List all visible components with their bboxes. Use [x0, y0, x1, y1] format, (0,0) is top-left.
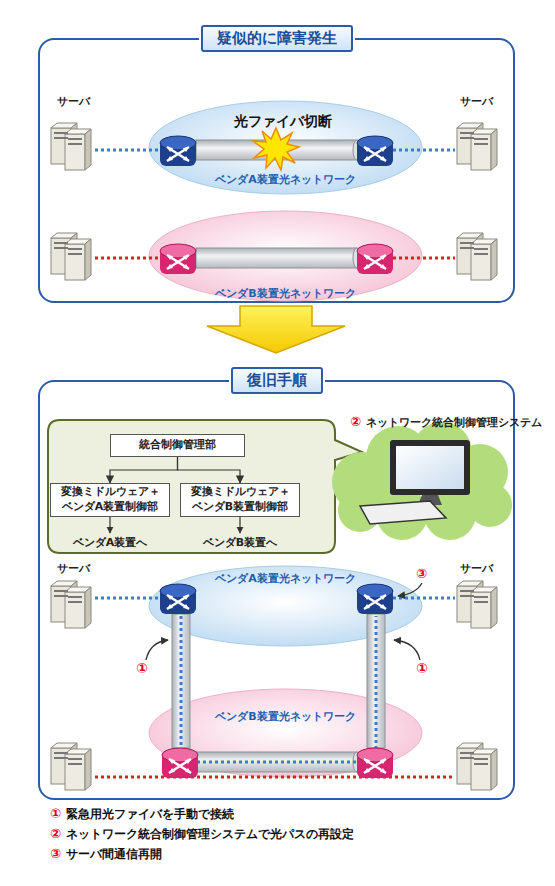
- blue-dotted-line: [95, 597, 160, 600]
- server-icon: [51, 123, 91, 170]
- network-label: ベンダB装置光ネットワーク: [148, 709, 423, 724]
- callout-box: [48, 420, 362, 553]
- red-dotted-line: [95, 776, 455, 779]
- control-box: 統合制御管理部: [110, 434, 245, 457]
- red-dotted-line: [95, 257, 160, 260]
- pink-switch: [357, 244, 393, 274]
- cloud: [332, 422, 512, 540]
- network-ellipse-shape: [149, 689, 422, 777]
- control-arrow: [239, 517, 240, 533]
- blue-path: [95, 597, 455, 600]
- server-icon: [457, 123, 497, 170]
- server-icon: [51, 581, 91, 628]
- box-label: 変換ミドルウェア＋ ベンダA装置制御部: [51, 485, 169, 515]
- scenario-panel: 疑似的に障害発生ベンダA装置光ネットワークベンダB装置光ネットワーク: [38, 38, 515, 303]
- red-path: [95, 776, 455, 779]
- blue-switch: [357, 136, 393, 166]
- network-ellipse: ベンダB装置光ネットワーク: [148, 210, 423, 302]
- ellipse-outline: [148, 688, 423, 778]
- blue-dotted-line: [393, 597, 455, 600]
- server-icon: [457, 233, 497, 280]
- fiber-end: [353, 248, 361, 268]
- fiber-end: [353, 140, 361, 160]
- step-arrow: [394, 640, 420, 660]
- network-ellipse: ベンダB装置光ネットワーク: [148, 688, 423, 778]
- pink-switch: [357, 748, 393, 778]
- panel-title: 疑似的に障害発生: [201, 25, 353, 52]
- server-icon: [51, 233, 91, 280]
- server-label: サーバ: [57, 95, 90, 108]
- fault-label: 光ファイバ切断: [234, 113, 332, 130]
- keyboard: [360, 501, 446, 524]
- fiber-end: [353, 752, 361, 772]
- network-label: ベンダB装置光ネットワーク: [148, 286, 423, 301]
- callout-number: ③: [416, 566, 427, 582]
- blue-switch: [160, 136, 196, 166]
- step-text: ネットワーク統合制御管理システムで光パスの再設定: [66, 827, 354, 841]
- step-arrow: [146, 640, 168, 660]
- down-arrow: [207, 306, 345, 353]
- optical-fiber: [196, 140, 357, 160]
- system-label: ネットワーク統合制御管理システム: [366, 416, 542, 429]
- pink-switch: [160, 244, 196, 274]
- network-ellipse: ベンダA装置光ネットワーク: [148, 565, 423, 647]
- panel-title: 復旧手順: [231, 367, 323, 394]
- red-dotted-line: [393, 257, 455, 260]
- step-number: ①: [50, 806, 61, 822]
- network-label: ベンダA装置光ネットワーク: [148, 172, 423, 187]
- step-arrow: [398, 583, 422, 596]
- network-ellipse-shape: [149, 101, 422, 194]
- break-burst: [253, 128, 299, 170]
- step-text: 緊急用光ファイバを手動で接続: [66, 807, 234, 821]
- server-icon: [51, 743, 91, 790]
- monitor-screen: [396, 446, 464, 489]
- box-label: 統合制御管理部: [137, 438, 218, 453]
- control-arrow: [109, 517, 110, 533]
- emergency-fiber: [172, 614, 190, 748]
- blue-dotted-line: [95, 149, 160, 152]
- optical-fiber: [196, 248, 357, 268]
- network-ellipse-shape: [149, 566, 422, 646]
- red-path: [95, 257, 455, 260]
- blue-dotted-line: [393, 149, 455, 152]
- blue-path: [95, 149, 455, 152]
- rerouted-path: [181, 616, 376, 762]
- server-label: サーバ: [460, 95, 493, 108]
- network-label: ベンダA装置光ネットワーク: [148, 571, 423, 586]
- emergency-fiber: [367, 614, 385, 748]
- pink-switch: [162, 748, 198, 778]
- control-box: 変換ミドルウェア＋ ベンダB装置制御部: [180, 483, 300, 517]
- connector: [110, 457, 178, 483]
- callout-number: ①: [416, 660, 428, 677]
- blue-switch: [357, 584, 393, 614]
- target-label: ベンダB装置へ: [203, 536, 277, 549]
- server-label: サーバ: [460, 562, 493, 575]
- server-icon: [457, 743, 497, 790]
- step-number: ③: [50, 846, 61, 862]
- monitor-frame: [390, 440, 470, 495]
- blue-switch: [160, 584, 196, 614]
- network-ellipse-shape: [149, 211, 422, 301]
- target-label: ベンダA装置へ: [73, 536, 148, 549]
- step-number: ②: [50, 826, 61, 842]
- callout-number: ①: [136, 660, 148, 677]
- control-box: 変換ミドルウェア＋ ベンダA装置制御部: [50, 483, 170, 517]
- step-text: サーバ間通信再開: [66, 847, 162, 861]
- scenario-panel: 復旧手順統合制御管理部変換ミドルウェア＋ ベンダA装置制御部変換ミドルウェア＋ …: [38, 380, 515, 800]
- server-icon: [457, 581, 497, 628]
- callout-number: ②: [350, 414, 361, 430]
- box-label: 変換ミドルウェア＋ ベンダB装置制御部: [181, 485, 299, 515]
- server-label: サーバ: [57, 562, 90, 575]
- connector: [178, 457, 241, 483]
- optical-fiber: [196, 752, 357, 772]
